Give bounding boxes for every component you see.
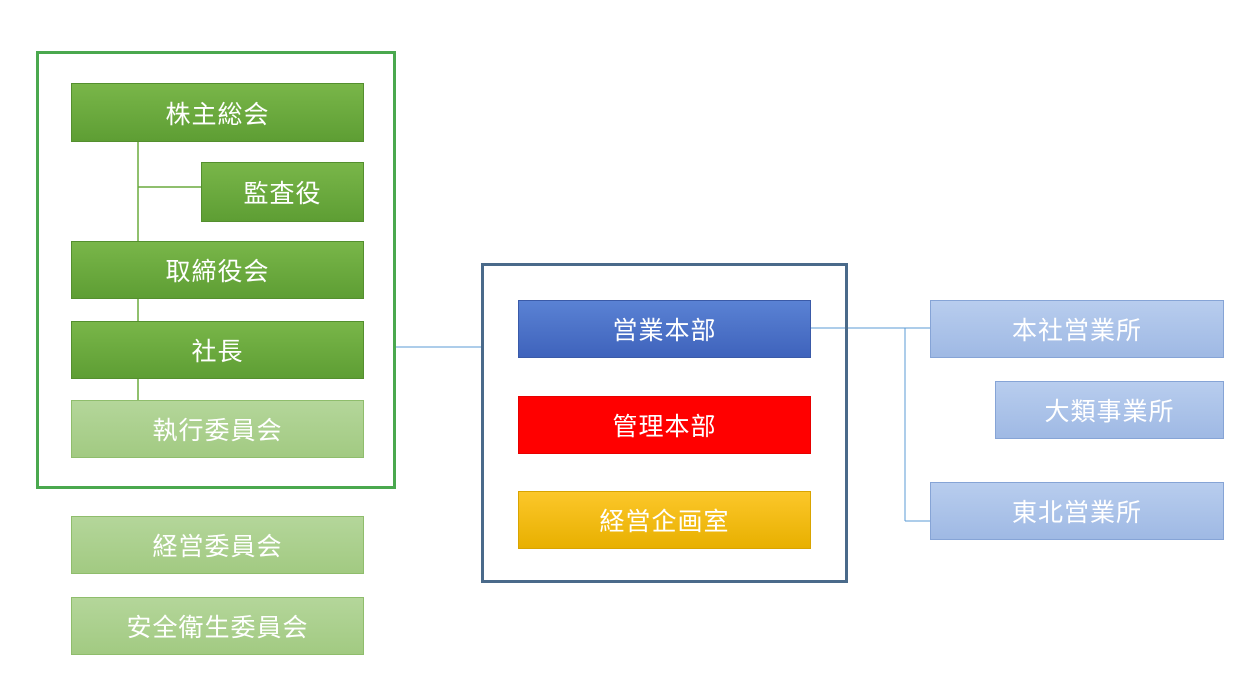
- tohoku-sales-box[interactable]: 東北営業所: [930, 482, 1224, 540]
- safety-health-committee-box[interactable]: 安全衛生委員会: [71, 597, 364, 655]
- corporate-planning-office-label: 経営企画室: [599, 507, 730, 536]
- sales-division-box[interactable]: 営業本部: [518, 300, 811, 358]
- president-box[interactable]: 社長: [71, 321, 364, 379]
- administration-division-box[interactable]: 管理本部: [518, 396, 811, 454]
- management-committee-label: 経営委員会: [152, 532, 283, 561]
- auditor-box[interactable]: 監査役: [201, 162, 364, 222]
- executive-committee-box[interactable]: 執行委員会: [71, 400, 364, 458]
- sales-division-label: 営業本部: [612, 316, 717, 345]
- tohoku-sales-label: 東北営業所: [1011, 498, 1142, 527]
- ohrui-office-label: 大類事業所: [1044, 397, 1175, 426]
- divisions-frame: [481, 263, 848, 583]
- head-office-sales-box[interactable]: 本社営業所: [930, 300, 1224, 358]
- corporate-planning-office-box[interactable]: 経営企画室: [518, 491, 811, 549]
- president-label: 社長: [191, 337, 244, 366]
- auditor-label: 監査役: [243, 179, 322, 208]
- board-of-directors-label: 取締役会: [165, 257, 270, 286]
- head-office-sales-label: 本社営業所: [1011, 316, 1142, 345]
- governance-frame: [36, 51, 396, 489]
- shareholders-meeting-label: 株主総会: [165, 99, 270, 129]
- shareholders-meeting-box[interactable]: 株主総会: [71, 83, 364, 142]
- board-of-directors-box[interactable]: 取締役会: [71, 241, 364, 299]
- administration-division-label: 管理本部: [612, 412, 717, 441]
- management-committee-box[interactable]: 経営委員会: [71, 516, 364, 574]
- ohrui-office-box[interactable]: 大類事業所: [995, 381, 1224, 439]
- executive-committee-label: 執行委員会: [152, 416, 283, 445]
- safety-health-committee-label: 安全衛生委員会: [126, 613, 309, 642]
